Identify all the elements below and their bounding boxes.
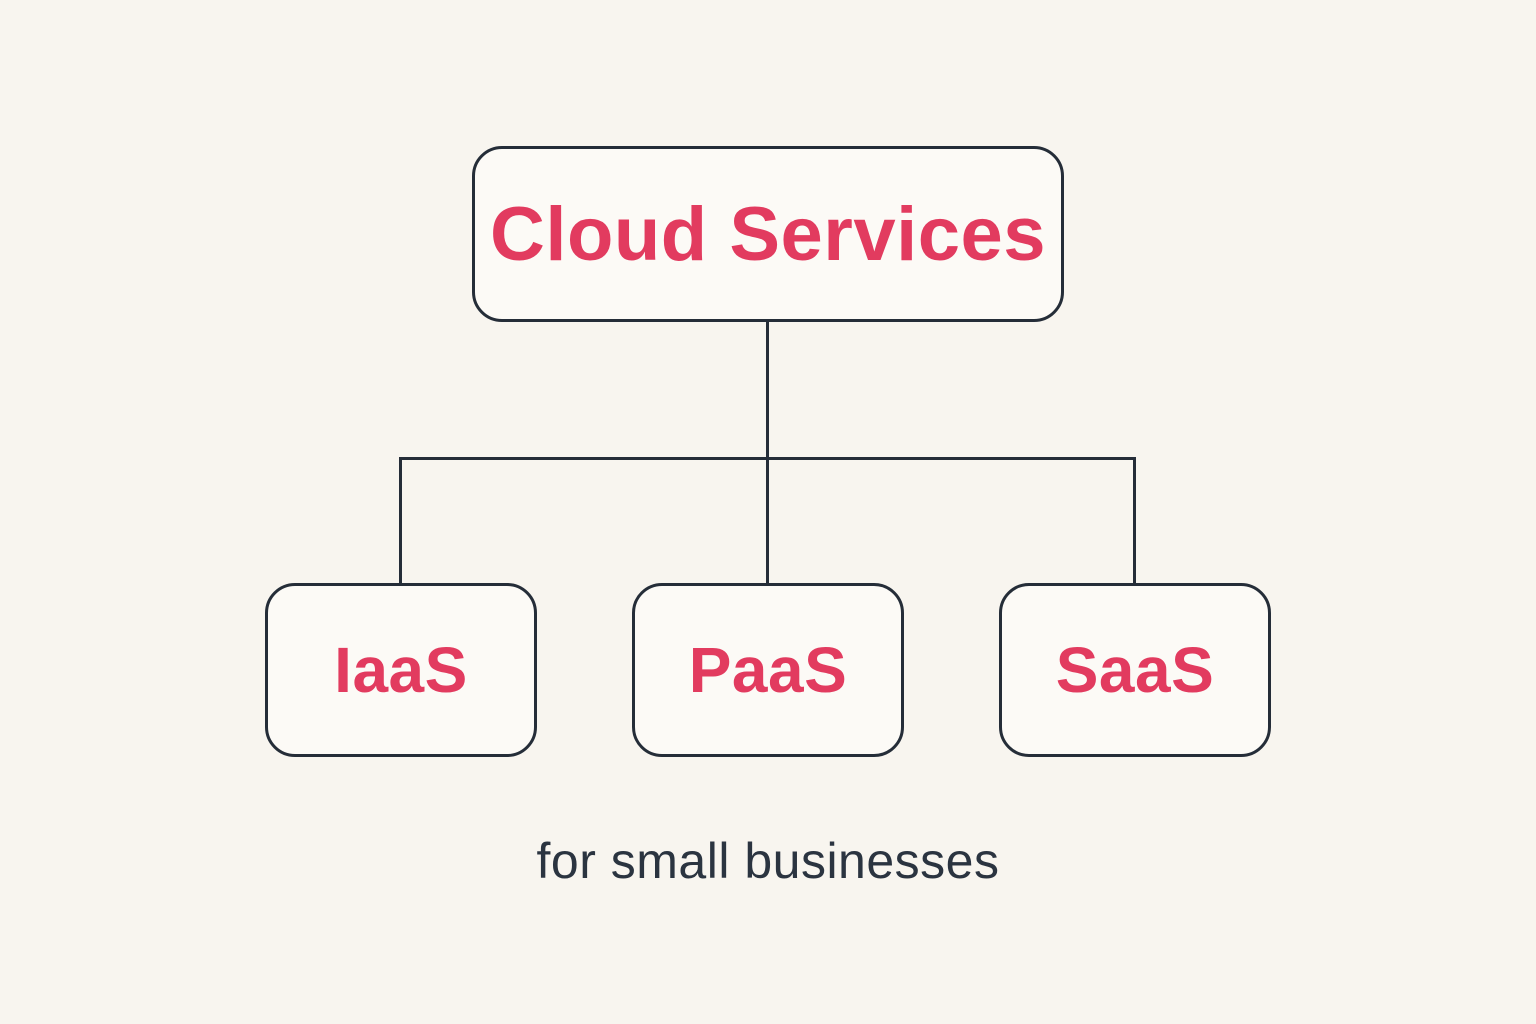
node-saas: SaaS (999, 583, 1271, 757)
connector-horizontal-line (399, 457, 1136, 460)
diagram-caption: for small businesses (536, 833, 1000, 889)
connector-drop-right-line (1133, 457, 1136, 583)
node-iaas-label: IaaS (334, 634, 468, 706)
connector-drop-left-line (399, 457, 402, 583)
node-paas: PaaS (632, 583, 904, 757)
node-cloud-services-label: Cloud Services (489, 191, 1047, 277)
node-saas-label: SaaS (1055, 634, 1215, 706)
node-paas-label: PaaS (688, 634, 848, 706)
node-cloud-services: Cloud Services (472, 146, 1064, 322)
connector-trunk-line (766, 322, 769, 583)
node-iaas: IaaS (265, 583, 537, 757)
